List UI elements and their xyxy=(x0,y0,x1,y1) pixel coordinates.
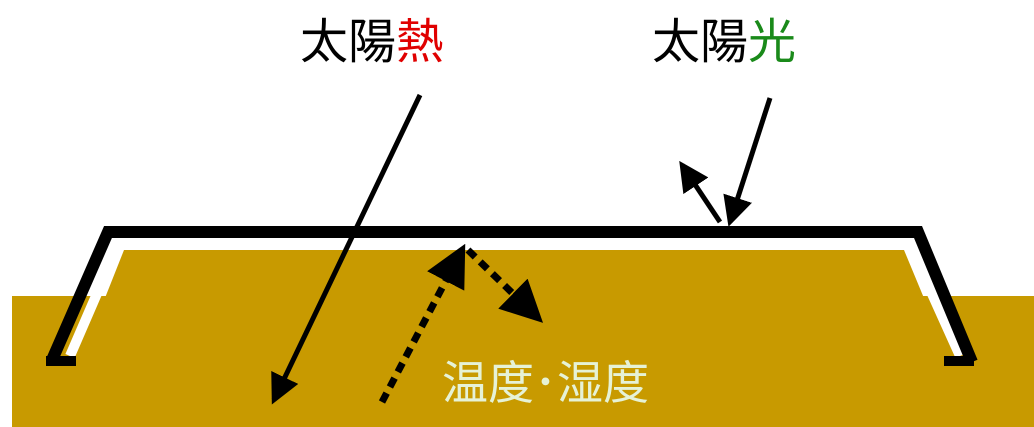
reflected-light-arrow xyxy=(679,160,723,224)
solar-light-arrow xyxy=(723,97,773,227)
solar-light-label-accent: 光 xyxy=(748,14,797,70)
solar-heat-label: 太陽熱 xyxy=(300,18,444,66)
temperature-humidity-label: 温度･湿度 xyxy=(442,356,649,410)
cover-outline xyxy=(46,226,978,365)
covered-soil xyxy=(82,250,948,356)
solar-heat-arrow xyxy=(271,93,423,405)
cover-inner-gap xyxy=(65,240,965,359)
solar-light-label-prefix: 太陽 xyxy=(652,14,749,70)
solar-heat-label-accent: 熱 xyxy=(396,14,445,70)
vapor-up-arrow xyxy=(378,243,466,404)
solar-light-label: 太陽光 xyxy=(652,18,796,66)
solar-heat-label-prefix: 太陽 xyxy=(300,14,397,70)
